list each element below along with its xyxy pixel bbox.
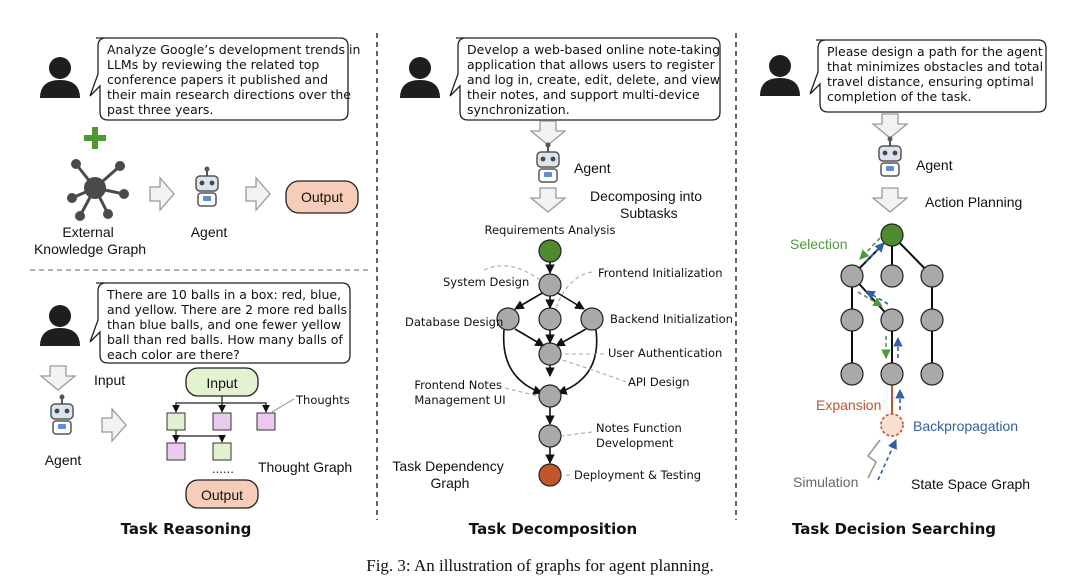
knowledge-graph-icon bbox=[67, 159, 129, 221]
kg-label: External Knowledge Graph bbox=[34, 224, 146, 257]
state-space-graph-label: State Space Graph bbox=[911, 476, 1030, 492]
thoughts-pointer bbox=[271, 398, 295, 413]
user-icon bbox=[760, 55, 800, 96]
thought-node bbox=[256, 412, 276, 431]
state-node bbox=[840, 308, 864, 332]
state-node bbox=[840, 264, 864, 288]
task-node-frontend-notes bbox=[538, 384, 562, 408]
task-node-user-auth bbox=[538, 342, 562, 366]
agent-robot-icon bbox=[536, 141, 560, 183]
state-node bbox=[920, 264, 944, 288]
arrow-down-icon bbox=[872, 187, 908, 213]
thought-node bbox=[166, 442, 186, 461]
backpropagation-path bbox=[865, 242, 905, 481]
prompt-bubble-bottom bbox=[89, 282, 351, 364]
node-label-requirements: Requirements Analysis bbox=[485, 223, 616, 237]
agent-label: Agent bbox=[191, 224, 228, 240]
agent-robot-icon bbox=[195, 165, 219, 207]
task-node-deployment bbox=[538, 463, 562, 487]
panel-task-reasoning: Analyze Google’s development trends in L… bbox=[34, 37, 364, 538]
plus-icon bbox=[84, 127, 106, 149]
state-node bbox=[880, 362, 904, 386]
expansion-label: Expansion bbox=[816, 397, 881, 413]
node-label-api-design: API Design bbox=[628, 375, 690, 389]
node-label-frontend-notes: Frontend Notes Management UI bbox=[414, 378, 505, 407]
thought-edges bbox=[172, 396, 270, 443]
arrow-down-icon bbox=[530, 120, 566, 146]
node-label-frontend-init: Frontend Initialization bbox=[598, 266, 723, 280]
graph-output-box bbox=[185, 479, 259, 509]
selection-label: Selection bbox=[790, 236, 848, 252]
task-node-notes-function bbox=[538, 424, 562, 448]
action-planning-label: Action Planning bbox=[925, 194, 1022, 210]
state-node bbox=[920, 308, 944, 332]
thought-node bbox=[212, 442, 232, 461]
state-node bbox=[920, 362, 944, 386]
state-node-root bbox=[880, 223, 904, 247]
decompose-label: Decomposing into Subtasks bbox=[590, 188, 706, 221]
selection-path bbox=[857, 237, 891, 359]
node-label-system-design: System Design bbox=[443, 275, 529, 289]
panel-title-searching: Task Decision Searching bbox=[792, 520, 996, 538]
prompt-bubble-top-text: Analyze Google’s development trends in L… bbox=[107, 42, 364, 117]
input-label: Input bbox=[94, 372, 125, 388]
task-node-backend-init bbox=[580, 307, 604, 331]
node-label-backend-init: Backend Initialization bbox=[610, 312, 733, 326]
node-label-deployment: Deployment & Testing bbox=[574, 468, 701, 482]
task-dependency-graph-label: Task Dependency Graph bbox=[392, 458, 507, 491]
arrow-right-icon bbox=[149, 177, 175, 211]
output-box bbox=[285, 180, 359, 214]
figure-caption: Fig. 3: An illustration of graphs for ag… bbox=[366, 556, 714, 575]
task-node-database-design bbox=[496, 307, 520, 331]
arrow-right-icon bbox=[245, 177, 271, 211]
user-icon bbox=[400, 57, 440, 98]
dependency-edges bbox=[502, 262, 598, 464]
thought-node bbox=[212, 412, 232, 431]
user-icon bbox=[40, 305, 80, 346]
agent-label-bottom: Agent bbox=[45, 452, 82, 468]
panel-task-decision-searching: Please design a path for the agent that … bbox=[760, 39, 1047, 538]
prompt-bubble-text: Develop a web-based online note-taking a… bbox=[467, 42, 724, 117]
state-node bbox=[880, 264, 904, 288]
task-node-frontend-init bbox=[538, 307, 562, 331]
panel-title-reasoning: Task Reasoning bbox=[121, 520, 252, 538]
task-node-system-design bbox=[538, 273, 562, 297]
state-node bbox=[880, 308, 904, 332]
task-node-requirements bbox=[538, 239, 562, 263]
arrow-down-icon bbox=[530, 187, 566, 213]
output-label: Output bbox=[301, 189, 343, 205]
label-pointers bbox=[483, 265, 627, 476]
graph-input-label: Input bbox=[206, 375, 237, 391]
panel-task-decomposition: Develop a web-based online note-taking a… bbox=[392, 37, 733, 538]
prompt-bubble-bottom-text: There are 10 balls in a box: red, blue, … bbox=[106, 287, 351, 362]
agent-robot-icon bbox=[50, 393, 74, 435]
prompt-bubble-text: Please design a path for the agent that … bbox=[827, 44, 1047, 104]
thoughts-label: Thoughts bbox=[295, 393, 350, 407]
node-label-notes-function: Notes Function Development bbox=[596, 421, 685, 450]
backpropagation-label: Backpropagation bbox=[913, 418, 1018, 434]
agent-label: Agent bbox=[916, 157, 953, 173]
arrow-right-icon bbox=[101, 408, 127, 442]
ellipsis: ...... bbox=[212, 462, 234, 476]
node-label-database-design: Database Design bbox=[405, 315, 503, 329]
prompt-bubble bbox=[809, 39, 1047, 113]
state-node-expanded bbox=[880, 413, 904, 437]
graph-output-label: Output bbox=[201, 487, 243, 503]
prompt-bubble bbox=[449, 37, 721, 121]
simulation-squiggle bbox=[866, 439, 881, 479]
state-node bbox=[840, 362, 864, 386]
prompt-bubble-top bbox=[89, 37, 349, 121]
thought-graph-label: Thought Graph bbox=[258, 459, 352, 475]
thought-node bbox=[166, 412, 186, 431]
simulation-label: Simulation bbox=[793, 474, 858, 490]
node-label-user-auth: User Authentication bbox=[608, 346, 722, 360]
agent-robot-icon bbox=[878, 135, 902, 177]
user-icon bbox=[40, 57, 80, 98]
agent-label: Agent bbox=[574, 160, 611, 176]
panel-title-decomposition: Task Decomposition bbox=[469, 520, 637, 538]
arrow-down-icon bbox=[40, 365, 76, 391]
arrow-down-icon bbox=[872, 113, 908, 139]
